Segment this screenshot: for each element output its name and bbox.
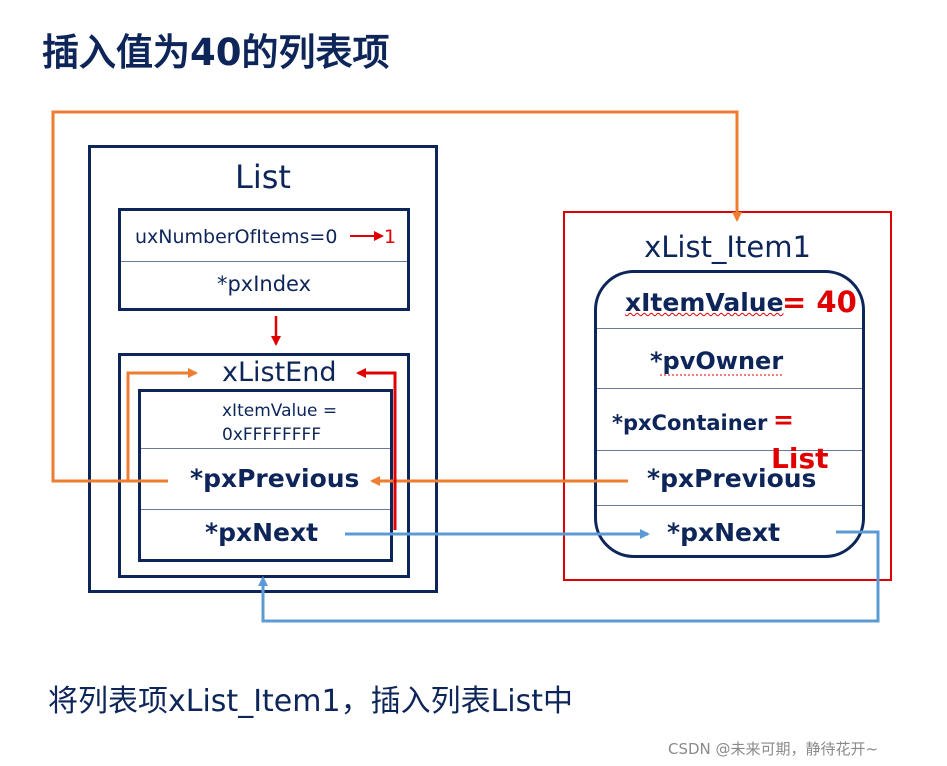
watermark: CSDN @未来可期，静待花开~ xyxy=(668,740,879,758)
number-of-items-new-value: 1 xyxy=(384,226,397,248)
list-end-px-previous: *pxPrevious xyxy=(190,464,360,493)
list-end-px-next: *pxNext xyxy=(205,518,319,547)
caption: 将列表项xList_Item1，插入列表List中 xyxy=(48,684,574,719)
list-end-title: xListEnd xyxy=(222,357,337,388)
item-px-previous: *pxPrevious xyxy=(647,464,817,493)
px-index-label: *pxIndex xyxy=(216,272,312,296)
list-end-item-value: 0xFFFFFFFF xyxy=(222,425,322,445)
item-px-next: *pxNext xyxy=(667,518,781,547)
item-value-label: xItemValue xyxy=(625,288,784,317)
item-px-container-equals: = xyxy=(773,405,794,434)
list-item-title: xList_Item1 xyxy=(644,230,811,264)
number-of-items-label: uxNumberOfItems=0 xyxy=(135,226,338,248)
list-end-divider-2 xyxy=(141,509,390,510)
list-end-divider-1 xyxy=(141,448,390,449)
item-divider-4 xyxy=(597,505,862,506)
item-divider-2 xyxy=(597,388,862,389)
item-divider-1 xyxy=(597,328,862,329)
item-px-container-label: *pxContainer xyxy=(612,411,768,435)
list-end-item-value-label: xItemValue = xyxy=(222,401,338,421)
list-title: List xyxy=(235,158,291,196)
item-pv-owner: *pvOwner xyxy=(650,347,784,375)
page-title: 插入值为40的列表项 xyxy=(42,31,390,74)
item-px-container-value: List xyxy=(771,442,829,475)
item-value-assignment: = 40 xyxy=(782,285,857,319)
list-header-divider xyxy=(121,261,407,262)
